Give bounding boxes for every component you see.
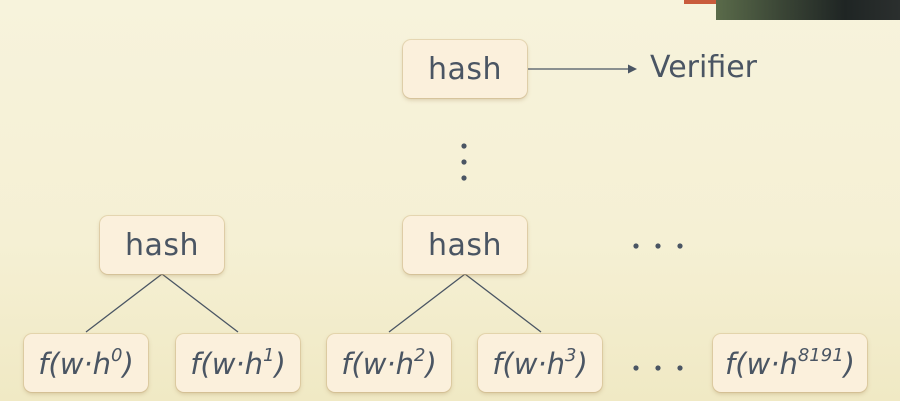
root-hash-label: hash [427, 51, 503, 87]
leaf-2-formula: f(w·h2) [341, 345, 437, 381]
leaf-8191-formula: f(w·h8191) [725, 345, 855, 381]
hash-node-left-label: hash [124, 227, 200, 263]
horizontal-dot-leaf-1 [633, 365, 639, 371]
leaf-3-formula: f(w·h3) [492, 345, 588, 381]
verifier-label: Verifier [650, 50, 758, 85]
edge-l1b-leaf2 [388, 273, 466, 333]
horizontal-dot-leaf-2 [655, 365, 661, 371]
horizontal-dot-l1-2 [655, 243, 661, 249]
leaf-0-formula: f(w·h0) [38, 345, 134, 381]
leaf-1-formula: f(w·h1) [190, 345, 286, 381]
horizontal-dot-l1-1 [633, 243, 639, 249]
arrowhead-icon [628, 64, 637, 74]
hash-node-middle: hash [403, 216, 527, 274]
edge-l1a-leaf1 [161, 273, 239, 333]
hash-node-left: hash [100, 216, 224, 274]
edge-l1a-leaf0 [85, 273, 163, 333]
horizontal-dot-l1-3 [677, 243, 683, 249]
vertical-dot-2 [461, 159, 467, 165]
webcam-accent [684, 0, 716, 4]
edge-l1b-leaf3 [464, 273, 542, 333]
leaf-node-3: f(w·h3) [478, 334, 602, 392]
vertical-dot-1 [461, 143, 467, 149]
leaf-node-2: f(w·h2) [327, 334, 451, 392]
hash-node-middle-label: hash [427, 227, 503, 263]
webcam-overlay [716, 0, 900, 20]
leaf-node-1: f(w·h1) [176, 334, 300, 392]
leaf-node-0: f(w·h0) [24, 334, 148, 392]
vertical-dot-3 [461, 175, 467, 181]
horizontal-dot-leaf-3 [677, 365, 683, 371]
leaf-node-8191: f(w·h8191) [713, 334, 867, 392]
root-hash-node: hash [403, 40, 527, 98]
